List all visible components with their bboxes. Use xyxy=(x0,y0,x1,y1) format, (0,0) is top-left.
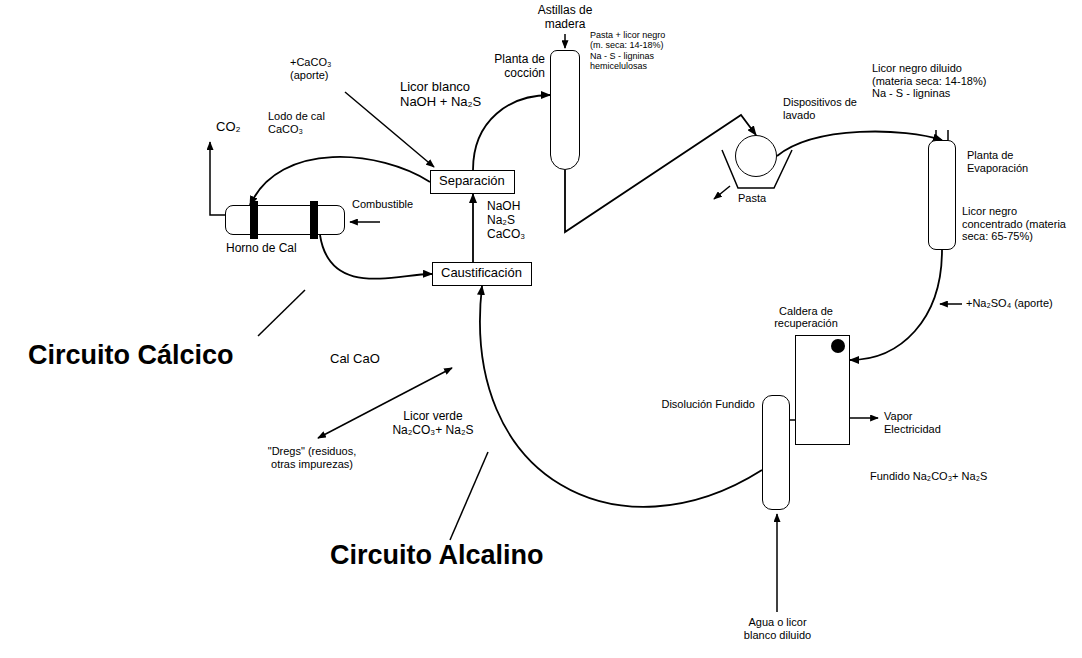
evaporator-nozzle xyxy=(947,130,949,140)
node-label: Disolución Fundido xyxy=(661,398,755,411)
evaporator-column: Planta de Evaporación xyxy=(928,140,956,250)
node-label: Planta de cocción xyxy=(473,53,545,81)
node-label: Horno de Cal xyxy=(226,242,297,256)
makeup-arrow xyxy=(940,303,962,305)
flow-label: CO₂ xyxy=(216,120,241,135)
flow-label: Agua o licor blanco diluido xyxy=(740,616,815,641)
flow-connector xyxy=(777,131,942,156)
flow-label: Cal CaO xyxy=(330,352,380,367)
digester-vessel: Planta de cocción xyxy=(550,50,580,170)
water-arrow xyxy=(776,514,778,612)
node-label: Dispositivos de lavado xyxy=(783,96,863,121)
circuit-divider xyxy=(258,290,305,336)
boiler-drum xyxy=(831,339,845,353)
flow-label: Astillas de madera xyxy=(530,4,600,32)
node-label: Planta de Evaporación xyxy=(967,149,1077,174)
node-label: Caldera de recuperación xyxy=(756,305,856,330)
flow-label: Licor blanco NaOH + Na₂S xyxy=(400,80,482,110)
recovery-boiler: Caldera de recuperación xyxy=(795,335,850,445)
lime-kiln: Horno de Cal xyxy=(225,205,345,235)
flow-label: +Na₂SO₄ (aporte) xyxy=(966,297,1053,310)
flow-label: Licor verde Na₂CO₃+ Na₂S xyxy=(392,410,474,438)
circuit-title: Circuito Alcalino xyxy=(330,540,544,571)
node-label: Caustificación xyxy=(441,266,523,281)
steam-arrow xyxy=(850,417,878,419)
flow-label: Combustible xyxy=(352,198,413,211)
process-box: Caustificación xyxy=(432,262,532,286)
node-label: Separación xyxy=(439,174,506,189)
flow-label: Pasta xyxy=(738,192,766,205)
flow-label: Licor negro concentrado (materia seca: 6… xyxy=(962,205,1078,243)
flow-label: Fundido Na₂CO₃+ Na₂S xyxy=(870,470,987,483)
flow-connector xyxy=(480,286,762,507)
fuel-arrow xyxy=(350,221,380,223)
flow-connector xyxy=(472,194,474,262)
chips-arrow xyxy=(564,34,566,48)
flow-connector xyxy=(250,157,430,205)
flow-label: Lodo de cal CaCO₃ xyxy=(268,110,334,135)
flow-connector xyxy=(320,235,432,279)
process-box: Separación xyxy=(430,170,515,194)
flue-arrow xyxy=(210,142,225,215)
flow-label: Pasta + licor negro (m. seca: 14-18%) Na… xyxy=(590,30,675,71)
flow-label: +CaCO₃ (aporte) xyxy=(290,56,350,81)
flow-label: Vapor Electricidad xyxy=(884,410,954,435)
pulp-arrow xyxy=(714,186,730,199)
circuit-title: Circuito Cálcico xyxy=(28,340,234,371)
kiln-tyre xyxy=(250,201,258,239)
flow-connector xyxy=(850,250,942,360)
flow-connector xyxy=(473,95,550,170)
kiln-tyre xyxy=(310,201,318,239)
flow-connector xyxy=(565,115,756,232)
dissolving-tank: Disolución Fundido xyxy=(762,395,790,510)
flow-label: NaOH Na₂S CaCO₃ xyxy=(487,200,535,241)
washer-trough xyxy=(722,150,792,188)
flow-label: "Dregs" (residuos, otras impurezas) xyxy=(262,445,362,470)
flow-label: Licor negro diluido (materia seca: 14-18… xyxy=(872,62,1002,100)
circuit-divider xyxy=(450,452,488,540)
washer-drum: Dispositivos de lavado xyxy=(735,135,777,177)
